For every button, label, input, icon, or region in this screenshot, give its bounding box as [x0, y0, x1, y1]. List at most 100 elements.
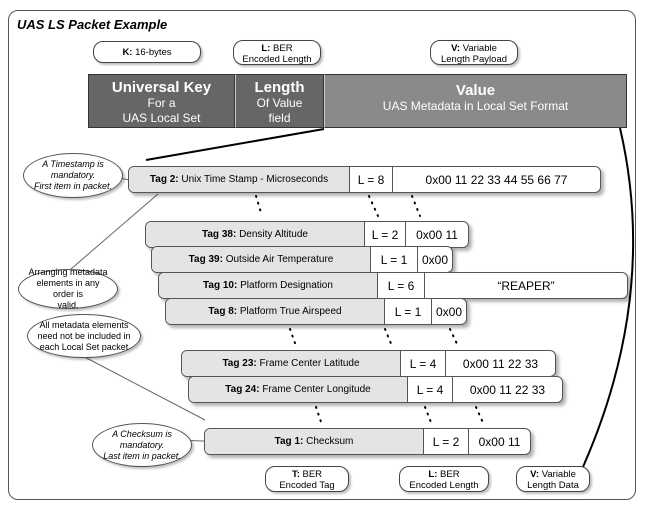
row-length: L = 4: [401, 351, 446, 376]
row-length: L = 8: [350, 167, 393, 192]
tag-name: Platform True Airspeed: [239, 306, 342, 317]
row-tag-cell: Tag 10: Platform Designation: [159, 273, 378, 298]
value-prefix: V:: [451, 43, 461, 54]
tag-name: Frame Center Longitude: [262, 384, 371, 395]
arranging-note-line1: Arranging metadata: [28, 267, 108, 277]
timestamp-note-line1: A Timestamp is: [42, 159, 104, 169]
universal-key-line2: UAS Local Set: [122, 111, 201, 125]
universal-key-line1: For a: [147, 96, 176, 110]
tag-name: Platform Designation: [240, 280, 333, 291]
checksum-note-line1: A Checksum is: [112, 428, 172, 439]
tag-name: Density Altitude: [239, 229, 308, 240]
row-value: 0x00 11: [416, 227, 458, 242]
timestamp-note-line3: First item in packet.: [33, 181, 113, 191]
packet-row-platform-designation: Tag 10: Platform Designation L = 6 “REAP…: [158, 272, 628, 299]
all-elements-note-line1: All metadata elements: [39, 319, 129, 330]
length-encoding-line1: BER: [273, 43, 293, 54]
row-length: L = 6: [378, 273, 425, 298]
tag-number: Tag 1:: [274, 436, 304, 447]
tag-encoding-line2: Encoded Tag: [279, 480, 335, 491]
value-payload-line2: Length Payload: [440, 54, 508, 65]
tag-number: Tag 24:: [225, 384, 260, 395]
row-value: “REAPER”: [497, 278, 555, 293]
row-value: 0x00: [435, 304, 463, 319]
tag-prefix: T:: [291, 469, 300, 480]
key-size-label: K: 16-bytes: [93, 41, 201, 63]
value-data-line1: Variable: [541, 469, 576, 480]
key-prefix: K:: [122, 47, 133, 58]
row-length: L = 1: [385, 299, 432, 324]
row-tag-cell: Tag 24: Frame Center Longitude: [189, 377, 408, 402]
length-encoding-line2: Encoded Length: [242, 54, 312, 65]
arranging-note-line3: valid.: [57, 300, 79, 310]
row-value: 0x00 11 22 33: [469, 382, 546, 397]
packet-row-frame-center-lat: Tag 23: Frame Center Latitude L = 4 0x00…: [181, 350, 556, 377]
row-value: 0x00: [421, 252, 449, 267]
row-tag-cell: Tag 2: Unix Time Stamp - Microseconds: [129, 167, 350, 192]
tag-name: Frame Center Latitude: [259, 358, 360, 369]
arranging-note-line2: elements in any order is: [36, 278, 100, 299]
key-size-text: 16-bytes: [135, 47, 172, 58]
tag-encoding-label: T: BER Encoded Tag: [265, 466, 349, 492]
row-tag-cell: Tag 38: Density Altitude: [146, 222, 365, 247]
row-length: L = 2: [365, 222, 406, 247]
row-length: L = 2: [424, 429, 469, 454]
all-elements-note-line3: each Local Set packet: [39, 341, 129, 352]
tag-number: Tag 39:: [188, 254, 223, 265]
bottom-length-line1: BER: [440, 469, 460, 480]
length-title: Length: [254, 79, 305, 96]
row-length: L = 1: [371, 247, 418, 272]
row-value: 0x00 11 22 33: [462, 356, 539, 371]
length-line1: Of Value: [256, 96, 303, 110]
value-line1: UAS Metadata in Local Set Format: [382, 99, 569, 113]
tag-encoding-line1: BER: [302, 469, 323, 480]
row-length: L = 4: [408, 377, 453, 402]
tag-number: Tag 38:: [202, 229, 237, 240]
length-line2: field: [268, 111, 291, 125]
value-title: Value: [455, 82, 496, 99]
tag-name: Outside Air Temperature: [225, 254, 334, 265]
value-payload-line1: Variable: [462, 43, 497, 54]
length-block: Length Of Value field: [235, 74, 324, 128]
packet-row-density-altitude: Tag 38: Density Altitude L = 2 0x00 11: [145, 221, 469, 248]
length-prefix: L:: [261, 43, 271, 54]
bottom-length-prefix: L:: [428, 469, 438, 480]
packet-row-checksum: Tag 1: Checksum L = 2 0x00 11: [204, 428, 531, 455]
timestamp-note-line2: mandatory.: [50, 170, 96, 180]
tag-number: Tag 23:: [222, 358, 257, 369]
value-data-label: V: Variable Length Data: [516, 466, 590, 492]
tag-number: Tag 10:: [203, 280, 238, 291]
diagram-title: UAS LS Packet Example: [17, 17, 168, 32]
tag-number: Tag 2:: [149, 174, 179, 185]
length-encoding-label: L: BER Encoded Length: [233, 40, 321, 65]
row-value: 0x00 11 22 33 44 55 66 77: [425, 172, 568, 187]
row-tag-cell: Tag 39: Outside Air Temperature: [152, 247, 371, 272]
universal-key-title: Universal Key: [111, 79, 212, 96]
checksum-note-line2: mandatory.: [119, 439, 165, 450]
row-tag-cell: Tag 23: Frame Center Latitude: [182, 351, 401, 376]
row-tag-cell: Tag 1: Checksum: [205, 429, 424, 454]
universal-key-block: Universal Key For a UAS Local Set: [88, 74, 235, 128]
packet-row-frame-center-lon: Tag 24: Frame Center Longitude L = 4 0x0…: [188, 376, 563, 403]
value-block: Value UAS Metadata in Local Set Format: [324, 74, 627, 128]
packet-row-timestamp: Tag 2: Unix Time Stamp - Microseconds L …: [128, 166, 601, 193]
bottom-length-encoding-label: L: BER Encoded Length: [399, 466, 489, 492]
bottom-value-prefix: V:: [530, 469, 540, 480]
row-tag-cell: Tag 8: Platform True Airspeed: [166, 299, 385, 324]
all-elements-note-line2: need not be included in: [37, 330, 131, 341]
packet-row-true-airspeed: Tag 8: Platform True Airspeed L = 1 0x00: [165, 298, 467, 325]
checksum-note-line3: Last item in packet.: [103, 450, 181, 461]
tag-name: Checksum: [306, 436, 354, 447]
tag-number: Tag 8:: [208, 306, 238, 317]
value-data-line2: Length Data: [527, 480, 579, 491]
row-value: 0x00 11: [478, 434, 521, 449]
packet-row-outside-air-temp: Tag 39: Outside Air Temperature L = 1 0x…: [151, 246, 453, 273]
tag-name: Unix Time Stamp - Microseconds: [181, 174, 329, 185]
value-payload-label: V: Variable Length Payload: [430, 40, 518, 65]
bottom-length-line2: Encoded Length: [409, 480, 479, 491]
